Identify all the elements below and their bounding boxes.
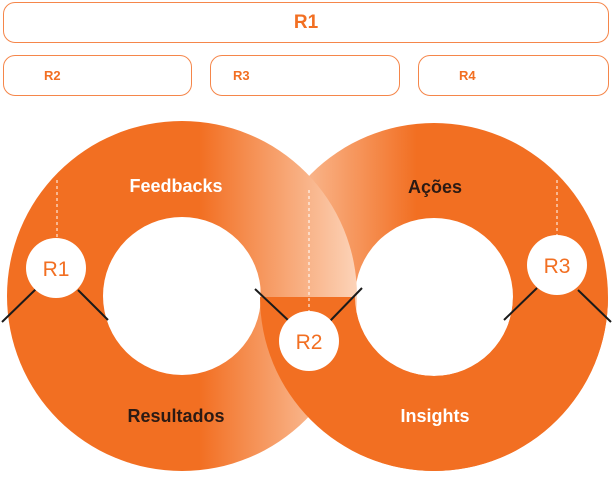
badge-right-circle — [527, 235, 587, 295]
badge-middle-circle — [279, 311, 339, 371]
label-resultados: Resultados — [127, 406, 224, 426]
label-insights: Insights — [400, 406, 469, 426]
r4-box-label: R4 — [459, 68, 476, 83]
left-ring — [7, 121, 357, 471]
tick-line-left-outer — [1, 287, 38, 323]
tick-line-middle-right — [329, 287, 363, 322]
badge-middle-label: R2 — [296, 331, 323, 354]
r1-header-label: R1 — [293, 11, 319, 33]
badge-right-label: R3 — [544, 255, 571, 278]
badge-left-label: R1 — [43, 258, 70, 281]
r4-box: R4 — [418, 55, 609, 96]
r3-box-label: R3 — [233, 68, 250, 83]
r2-box: R2 — [3, 55, 192, 96]
r3-box: R3 — [210, 55, 400, 96]
tick-line-right-inner — [503, 287, 538, 321]
badge-left-circle — [26, 238, 86, 298]
r1-header-box: R1 — [3, 2, 609, 43]
tick-line-middle-left — [254, 288, 290, 322]
tick-line-left-inner — [77, 289, 109, 321]
r2-box-label: R2 — [44, 68, 61, 83]
tick-line-right-outer — [577, 289, 612, 323]
right-ring-lower-overlap — [260, 297, 608, 471]
label-acoes: Ações — [408, 177, 462, 197]
label-feedbacks: Feedbacks — [129, 176, 222, 196]
